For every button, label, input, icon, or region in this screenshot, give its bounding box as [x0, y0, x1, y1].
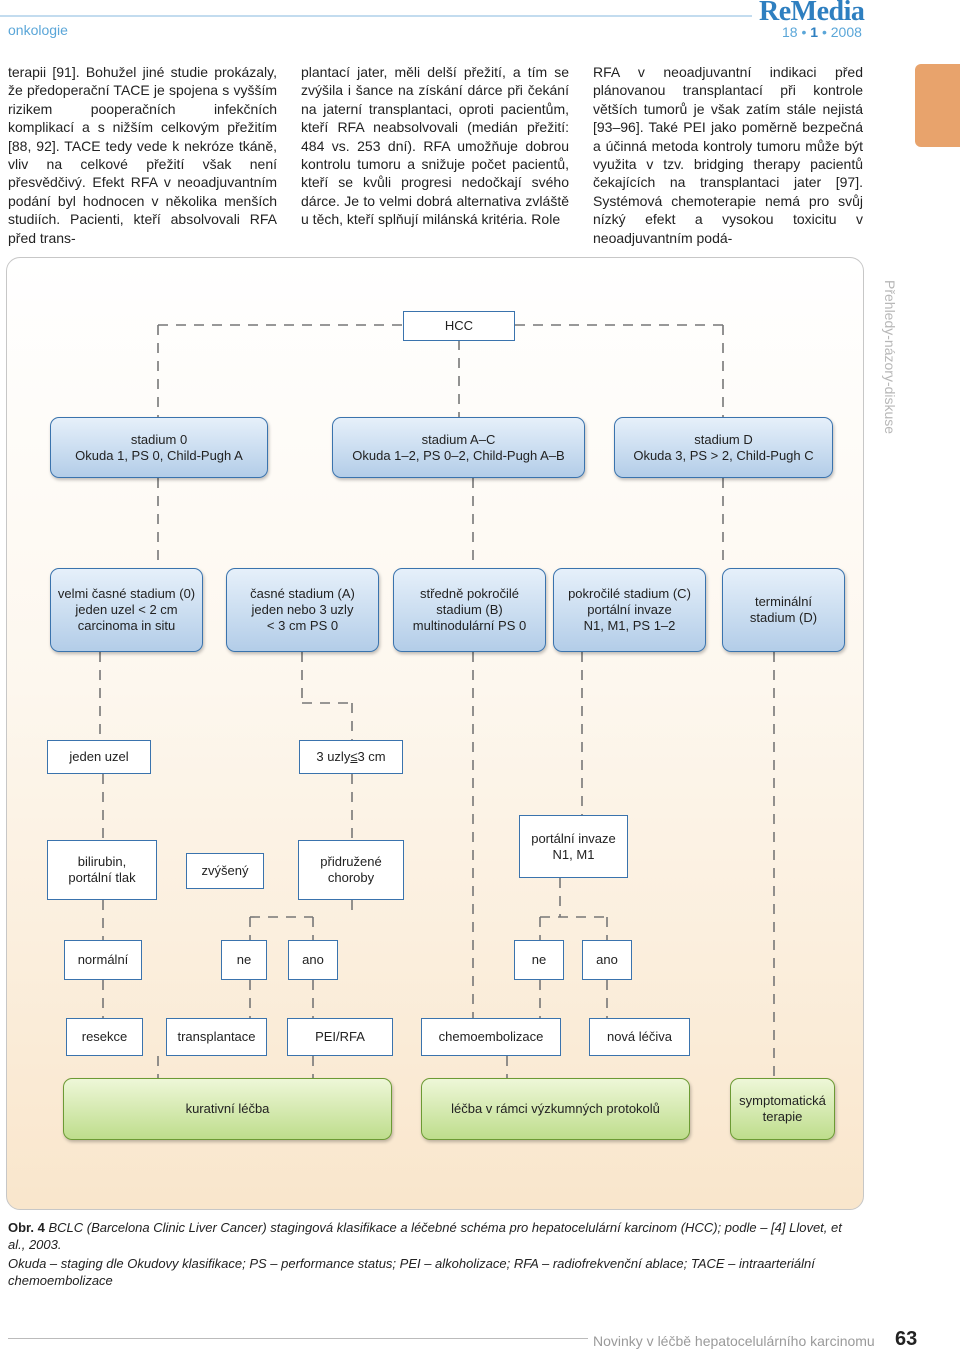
pei-rfa-box: PEI/RFA — [287, 1018, 393, 1056]
footer-rule — [8, 1338, 588, 1339]
footer-title: Novinky v léčbě hepatocelulárního karcin… — [593, 1333, 875, 1349]
text-column-3: RFA v neoadjuvantní indikaci před plánov… — [593, 64, 863, 246]
text-column-2: plantací jater, měli delší přežití, a tí… — [301, 64, 569, 228]
page-number: 63 — [895, 1328, 918, 1350]
brand-logo: ReMedia — [759, 0, 865, 27]
curative-treatment-box: kurativní léčba — [63, 1078, 392, 1140]
bilirubin-box: bilirubin,portální tlak — [47, 840, 157, 900]
no-box-1: ne — [221, 940, 267, 980]
normal-box: normální — [64, 940, 142, 980]
no-box-2: ne — [514, 940, 564, 980]
figure-abbreviations: Okuda – staging dle Okudovy klasifikace;… — [8, 1256, 815, 1288]
three-nodes-box: 3 uzly ≤ 3 cm — [299, 740, 403, 774]
issue-number: 18 • 1 • 2008 — [782, 24, 862, 40]
single-node-box: jeden uzel — [47, 740, 151, 774]
very-early-stage-node: velmi časné stadium (0)jeden uzel < 2 cm… — [50, 568, 203, 652]
resection-box: resekce — [66, 1018, 143, 1056]
transplantation-box: transplantace — [166, 1018, 267, 1056]
section-tab — [915, 64, 960, 147]
figure-caption: Obr. 4 BCLC (Barcelona Clinic Liver Canc… — [8, 1220, 842, 1252]
early-stage-node: časné stadium (A)jeden nebo 3 uzly< 3 cm… — [226, 568, 379, 652]
header-rule — [0, 15, 752, 17]
yes-box-1: ano — [288, 940, 338, 980]
new-drugs-box: nová léčiva — [589, 1018, 690, 1056]
raised-box: zvýšený — [186, 853, 264, 889]
section-label: onkologie — [8, 22, 68, 38]
research-treatment-box: léčba v rámci výzkumných protokolů — [421, 1078, 690, 1140]
hcc-node: HCC — [403, 311, 515, 341]
text-column-1: terapii [91]. Bohužel jiné studie prokáz… — [8, 64, 277, 246]
yes-box-2: ano — [582, 940, 632, 980]
chemoembolization-box: chemoembolizace — [421, 1018, 561, 1056]
